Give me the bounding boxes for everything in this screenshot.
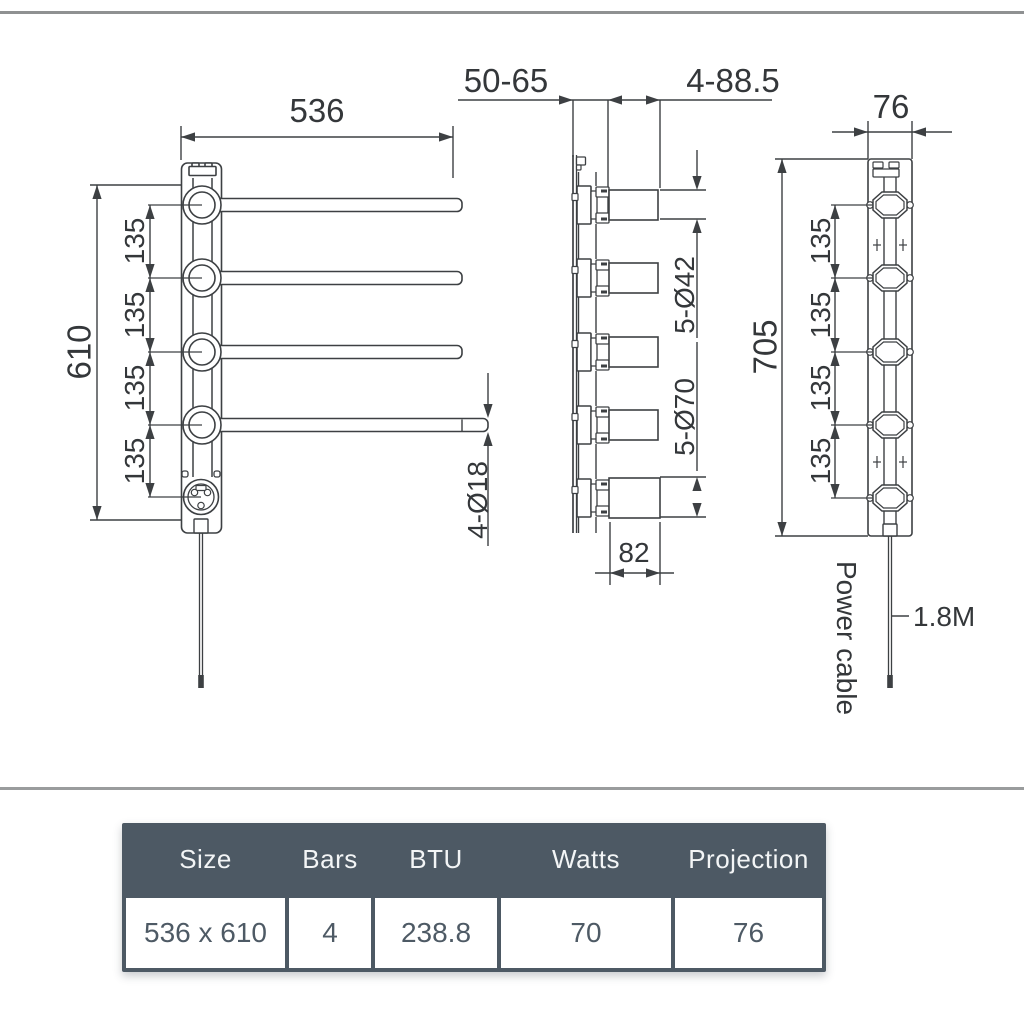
dim-cover-large: 5-Ø70 bbox=[669, 378, 700, 456]
dim-box-width: 82 bbox=[618, 537, 649, 568]
dim-back-spacing-1: 135 bbox=[805, 218, 836, 265]
dim-back-depth: 76 bbox=[873, 88, 910, 125]
spec-header-watts: Watts bbox=[552, 844, 620, 874]
dim-front-spacing-3: 135 bbox=[119, 365, 150, 412]
dim-front-width: 536 bbox=[289, 92, 344, 129]
dim-front-spacing-4: 135 bbox=[119, 438, 150, 485]
spec-table: Size Bars BTU Watts Projection 536 x 610… bbox=[122, 823, 826, 972]
cable-length-label: 1.8M bbox=[913, 601, 975, 632]
spec-value-size: 536 x 610 bbox=[126, 898, 285, 968]
spec-value-watts: 70 bbox=[501, 898, 671, 968]
spec-header-bars: Bars bbox=[302, 844, 358, 874]
dim-front-spacing-2: 135 bbox=[119, 292, 150, 339]
section-divider-line bbox=[0, 787, 1024, 790]
dim-back-spacing-4: 135 bbox=[805, 438, 836, 485]
top-border-line bbox=[0, 11, 1024, 14]
dim-front-height: 610 bbox=[61, 324, 98, 379]
power-cable-label: Power cable bbox=[831, 561, 862, 715]
dim-back-height: 705 bbox=[747, 319, 784, 374]
spec-header-btu: BTU bbox=[409, 844, 463, 874]
spec-value-projection: 76 bbox=[675, 898, 822, 968]
dim-bar-diameter: 4-Ø18 bbox=[462, 461, 493, 539]
drawing-geometry bbox=[90, 95, 952, 688]
dim-back-spacing-2: 135 bbox=[805, 292, 836, 339]
dim-front-spacing-1: 135 bbox=[119, 218, 150, 265]
technical-drawing: 536 610 135 135 135 135 4-Ø18 50-65 4-88… bbox=[61, 62, 976, 715]
spec-header-projection: Projection bbox=[688, 844, 809, 874]
dim-wall-distance: 50-65 bbox=[464, 62, 548, 99]
dim-cover-small: 5-Ø42 bbox=[669, 256, 700, 334]
dim-projection-range: 4-88.5 bbox=[686, 62, 780, 99]
spec-value-btu: 238.8 bbox=[375, 898, 497, 968]
spec-value-bars: 4 bbox=[289, 898, 371, 968]
dim-back-spacing-3: 135 bbox=[805, 365, 836, 412]
spec-header-size: Size bbox=[179, 844, 232, 874]
